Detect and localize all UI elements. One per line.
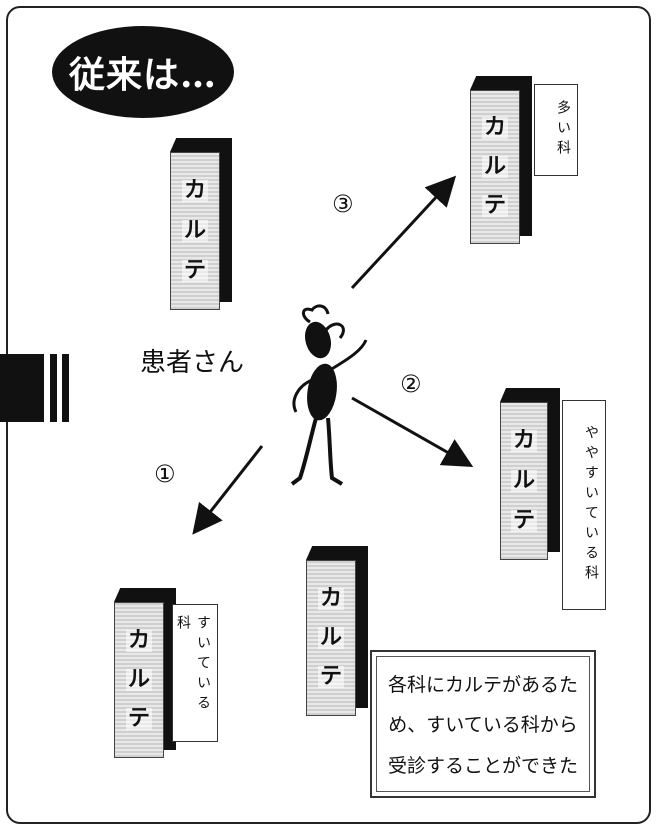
chart-letter: ル	[510, 468, 537, 493]
chart-file-central: カ ル テ	[170, 138, 232, 310]
note-line: め、すいている科から	[388, 714, 578, 737]
chart-letter: カ	[181, 178, 208, 203]
chart-letter: ル	[125, 666, 152, 692]
arrow-route-3	[350, 175, 457, 290]
route-number-3: ③	[332, 190, 354, 218]
note-line: 各科にカルテがあるた	[387, 673, 578, 696]
chart-letter: テ	[181, 258, 208, 283]
title: 従来は…	[68, 54, 217, 96]
chart-letter: カ	[125, 627, 152, 653]
title-oval: 従来は…	[52, 26, 234, 118]
chart-letter: テ	[125, 706, 152, 732]
chart-file-bottom: カ ル テ	[306, 546, 368, 716]
chart-letter: テ	[510, 508, 537, 533]
department-label-route-3: 多い科	[534, 84, 578, 176]
chart-letter: ル	[181, 218, 208, 243]
chart-letter: カ	[510, 428, 537, 453]
arrow-route-1	[192, 445, 264, 535]
chart-file-route-3: カ ル テ	[470, 76, 532, 244]
chart-file-route-2: カ ル テ	[500, 388, 560, 560]
chart-letter: カ	[481, 115, 508, 141]
explanation-note: 各科にカルテがあるた め、すいている科から 受診することができた	[370, 650, 596, 798]
chart-letter: ル	[481, 153, 508, 179]
patient-figure-icon	[290, 304, 368, 486]
arrow-route-2	[351, 396, 474, 467]
chart-letter: テ	[481, 192, 508, 218]
department-label-route-2: ややすいている科	[562, 400, 606, 610]
route-number-1: ①	[154, 460, 176, 488]
department-label-route-1: すいている科	[172, 604, 218, 742]
note-line: 受診することができた	[387, 755, 578, 778]
route-number-2: ②	[400, 370, 422, 398]
patient-label: 患者さん	[140, 348, 245, 378]
left-edge-marker	[0, 354, 78, 422]
chart-letter: ル	[317, 624, 344, 650]
chart-letter: テ	[317, 664, 344, 690]
chart-letter: カ	[317, 585, 344, 611]
